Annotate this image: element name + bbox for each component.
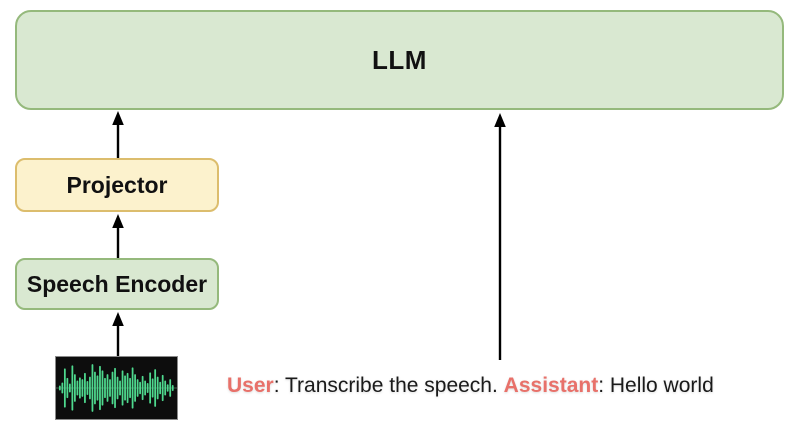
assistant-utterance: : Hello world	[598, 374, 714, 397]
arrow-encoder-to-projector-icon	[112, 214, 124, 258]
waveform-bars	[58, 364, 174, 412]
speech-waveform-image	[55, 356, 178, 420]
speech-encoder-box: Speech Encoder	[15, 258, 219, 310]
speech-encoder-label: Speech Encoder	[26, 270, 208, 297]
prompt-caption: User: Transcribe the speech. Assistant: …	[227, 374, 787, 398]
projector-label: Projector	[66, 171, 168, 198]
user-speaker-label: User	[227, 374, 274, 397]
arrow-waveform-to-encoder-icon	[112, 312, 124, 356]
arrow-text-to-llm-icon	[494, 113, 506, 360]
assistant-speaker-label: Assistant	[503, 374, 599, 397]
llm-box: LLM	[15, 10, 784, 110]
llm-label: LLM	[372, 44, 427, 75]
arrow-projector-to-llm-icon	[112, 111, 124, 158]
user-utterance: : Transcribe the speech.	[273, 374, 504, 397]
projector-box: Projector	[15, 158, 219, 212]
